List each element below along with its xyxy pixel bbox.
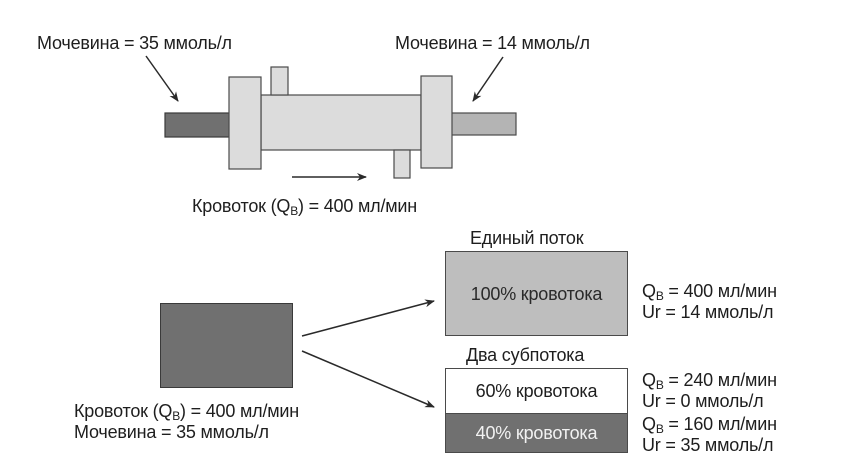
- source-flow-subscript: B: [172, 409, 181, 423]
- inlet-pointer-arrow: [145, 55, 179, 102]
- outlet-pointer-arrow: [472, 56, 504, 102]
- qb-value: = 240 мл/мин: [663, 370, 777, 390]
- left-header-cap: [228, 76, 262, 170]
- dialyzer-body: [260, 94, 422, 151]
- qb-value: = 400 мл/мин: [663, 281, 777, 301]
- subflow-1-ur: Ur = 0 ммоль/л: [642, 391, 764, 411]
- outlet-tube: [450, 112, 517, 136]
- single-flow-qb: QB = 400 мл/мин: [642, 281, 777, 303]
- qb-symbol: Q: [642, 281, 656, 301]
- source-flow-label: Кровоток (QB) = 400 мл/мин: [74, 401, 300, 423]
- source-flow-prefix: Кровоток (Q: [74, 401, 173, 421]
- right-header-cap: [420, 75, 453, 169]
- subflow-1-box: 60% кровотока: [445, 368, 628, 414]
- arrow-to-two-subflows: [301, 350, 435, 408]
- single-flow-ur: Ur = 14 ммоль/л: [642, 302, 774, 322]
- subflow-2-ur: Ur = 35 ммоль/л: [642, 435, 774, 455]
- single-flow-title: Единый поток: [470, 228, 584, 248]
- qb-symbol: Q: [642, 370, 656, 390]
- single-flow-box: 100% кровотока: [445, 251, 628, 336]
- flow-label-prefix: Кровоток (Q: [192, 196, 291, 216]
- inlet-urea-label: Мочевина = 35 ммоль/л: [37, 33, 232, 53]
- qb-subscript: B: [655, 422, 664, 436]
- dialysate-port-bottom: [393, 149, 411, 179]
- subflow-2-qb: QB = 160 мл/мин: [642, 414, 777, 436]
- inlet-tube: [164, 112, 231, 138]
- single-flow-box-label: 100% кровотока: [470, 283, 603, 304]
- qb-symbol: Q: [642, 414, 656, 434]
- dialyzer-flow-label: Кровоток (QB) = 400 мл/мин: [192, 196, 418, 218]
- qb-subscript: B: [655, 289, 664, 303]
- outlet-urea-label: Мочевина = 14 ммоль/л: [395, 33, 590, 53]
- arrow-to-single-flow: [301, 299, 435, 337]
- qb-value: = 160 мл/мин: [663, 414, 777, 434]
- source-urea-label: Мочевина = 35 ммоль/л: [74, 422, 269, 442]
- dialysate-port-top: [270, 66, 289, 96]
- subflow-1-qb: QB = 240 мл/мин: [642, 370, 777, 392]
- source-flow-suffix: ) = 400 мл/мин: [180, 401, 300, 421]
- source-blood-block: [160, 303, 293, 388]
- two-subflows-title: Два субпотока: [466, 345, 585, 365]
- subflow-1-box-label: 60% кровотока: [475, 381, 598, 401]
- subflow-2-box: 40% кровотока: [445, 413, 628, 453]
- flow-label-suffix: ) = 400 мл/мин: [298, 196, 418, 216]
- subflow-2-box-label: 40% кровотока: [475, 423, 598, 443]
- flow-label-subscript: B: [290, 204, 299, 218]
- qb-subscript: B: [655, 378, 664, 392]
